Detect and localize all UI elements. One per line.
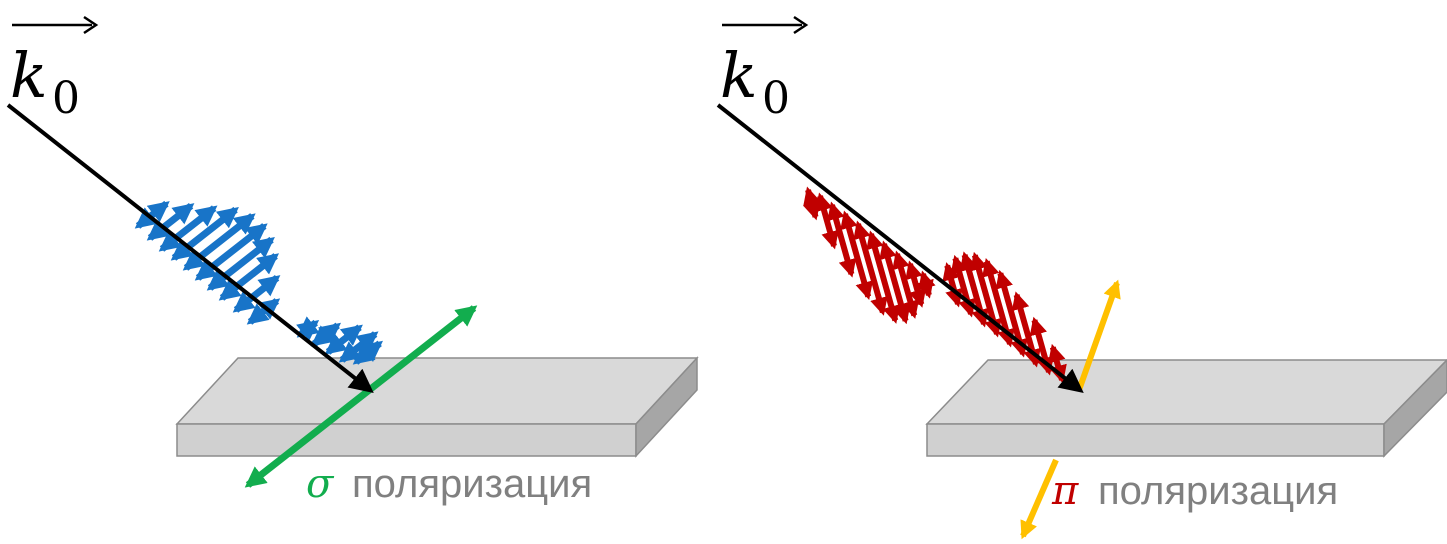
pi-polarization-axis-lower <box>1020 458 1059 540</box>
sigma-sample-slab <box>175 356 699 458</box>
slab-side-face <box>1383 358 1447 458</box>
sigma-wave-vector-arrow <box>6 103 374 393</box>
sigma-field-arrow <box>232 275 281 313</box>
pi-wave-vector-arrow <box>716 103 1084 393</box>
sigma-wave-vector-label: k 0 <box>10 15 99 124</box>
sigma-field-arrow <box>296 316 320 342</box>
sigma-polarization-label: σ <box>306 461 335 507</box>
slab-side-face <box>635 356 698 458</box>
sigma-panel: k 0 σ поляризация <box>6 15 699 507</box>
wave-vector-subscript: 0 <box>762 73 790 124</box>
pi-wave-vector-label: k 0 <box>720 15 809 124</box>
slab-front-face <box>176 423 637 457</box>
slab-front-face <box>926 423 1385 457</box>
sigma-field-vectors <box>134 200 384 365</box>
pi-sample-slab <box>925 358 1447 458</box>
pi-field-vectors <box>802 186 1067 384</box>
sigma-field-arrow <box>218 253 280 301</box>
vector-overarrow-head <box>83 15 99 35</box>
vector-overarrow-head <box>793 15 809 35</box>
slab-top-face <box>175 357 699 425</box>
sigma-field-arrow <box>310 322 342 347</box>
pi-symbol: π <box>1051 468 1079 514</box>
wave-vector-symbol: k <box>10 39 48 112</box>
pi-field-arrow <box>802 186 821 221</box>
sigma-field-arrow <box>134 200 170 229</box>
pi-polarization-label: π <box>1051 468 1079 514</box>
pi-field-arrow <box>916 270 936 299</box>
pi-field-arrow <box>815 192 839 250</box>
sigma-polarization-word: поляризация <box>352 462 592 506</box>
sigma-polarization-axis <box>244 305 478 488</box>
slab-top-face <box>925 359 1447 425</box>
wave-vector-subscript: 0 <box>52 73 80 124</box>
pi-polarization-axis-upper <box>1076 279 1121 392</box>
pi-polarization-word: поляризация <box>1098 469 1338 513</box>
pi-panel: k 0 π поляризация <box>716 15 1447 540</box>
wave-vector-symbol: k <box>720 39 758 112</box>
sigma-symbol: σ <box>306 461 335 507</box>
